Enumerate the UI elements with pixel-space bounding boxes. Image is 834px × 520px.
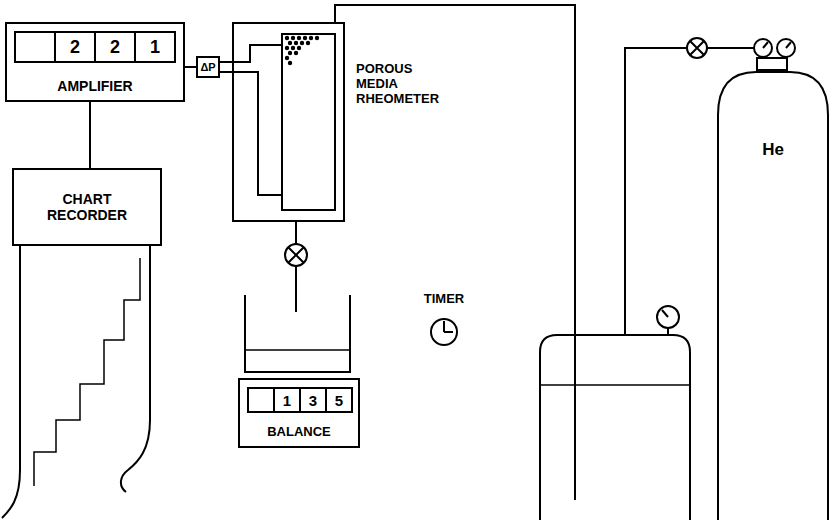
gas-line: [625, 48, 687, 335]
cylinder-neck: [757, 58, 787, 70]
display-digit: 3: [309, 392, 317, 409]
display-digit: 2: [110, 37, 120, 58]
valve-symbol: [690, 41, 704, 55]
instrument-box: AMPLIFIER: [5, 22, 185, 102]
display-cell: [248, 388, 274, 412]
valve-symbol: [288, 247, 304, 263]
regulator-gauge: [786, 42, 791, 48]
instrument-label: ΔP: [200, 61, 215, 74]
gas-cylinder: He: [716, 70, 830, 520]
instrument-box: ΔP: [196, 56, 220, 78]
display-digit: 1: [150, 37, 160, 58]
liquid-level: [245, 349, 350, 351]
instrument-label: AMPLIFIER: [57, 78, 132, 94]
regulator-gauge: [763, 42, 768, 48]
rheometer-housing: POROUS MEDIA RHEOMETER: [232, 22, 345, 222]
display-cell: [326, 388, 352, 412]
porous-bed: [282, 34, 335, 210]
display-digit: 5: [335, 392, 343, 409]
display-cell: [95, 32, 135, 62]
cylinder-outline: [718, 72, 828, 520]
instrument-box: BALANCE: [238, 378, 360, 448]
clock-icon: [444, 321, 453, 332]
outlet-tube: [295, 266, 297, 312]
liquid-level: [540, 384, 690, 386]
chart-paper: [121, 246, 150, 492]
regulator-gauge: [754, 39, 772, 57]
signal-wire: [185, 66, 196, 68]
display-cell: [15, 32, 55, 62]
chart-trace: [34, 258, 140, 486]
pressure-gauge: [662, 310, 668, 335]
regulator-gauge: [777, 39, 795, 57]
feed-tube: [335, 5, 575, 500]
signal-wire: [220, 72, 282, 195]
part-heading: POROUS MEDIA RHEOMETER: [356, 62, 452, 107]
cylinder-outline: [716, 70, 830, 520]
signal-wire: [89, 102, 91, 168]
signal-wire: [220, 61, 232, 63]
beaker: [245, 295, 350, 372]
gas-line: [707, 47, 754, 49]
porous-grains: [285, 36, 319, 65]
display-digit: 2: [70, 37, 80, 58]
timer-label: TIMER: [424, 291, 464, 306]
display-digit: 1: [283, 392, 291, 409]
instrument-label: BALANCE: [267, 425, 331, 440]
instrument-label: He: [762, 140, 784, 160]
valve-symbol: [285, 244, 307, 266]
display-cell: [300, 388, 326, 412]
signal-wire: [232, 45, 282, 62]
instrument-label: CHART RECORDER: [32, 191, 142, 223]
clock-icon: [431, 319, 457, 345]
display-cell: [274, 388, 300, 412]
reservoir-vessel: [540, 335, 690, 520]
chart-paper: [2, 246, 20, 518]
instrument-box: CHART RECORDER: [12, 168, 162, 246]
outlet-tube: [295, 222, 297, 244]
display-cell: [55, 32, 95, 62]
display-cell: [135, 32, 175, 62]
valve-symbol: [687, 38, 707, 58]
